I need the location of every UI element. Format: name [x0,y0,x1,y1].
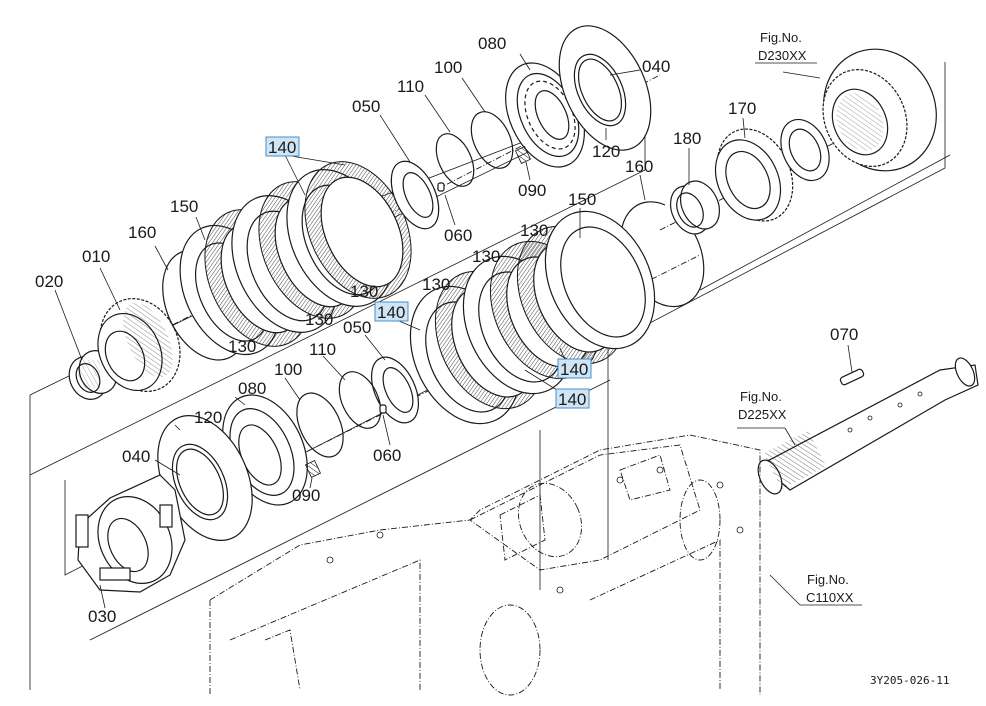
drawing-id: 3Y205-026-11 [870,674,949,687]
thrust-plate-050-upper [390,160,440,230]
ring-100-lower [296,392,344,458]
highlight-box-140 [557,358,592,379]
clutch-hub-d230xx [822,48,937,172]
callout-070[interactable]: 070 [830,325,858,344]
fig-ref-label: Fig.No. [760,30,802,45]
callout-120-lower[interactable]: 120 [194,408,222,427]
callout-140-highlighted[interactable]: 140 [558,390,586,409]
leader-lines [54,53,862,609]
plate-120-lower [157,415,253,541]
callout-140-highlighted[interactable]: 140 [268,138,296,157]
fig-ref-label: Fig.No. [740,389,782,404]
needle-bearing-180 [669,180,721,235]
callout-180[interactable]: 180 [673,129,701,148]
callout-090-upper[interactable]: 090 [518,181,546,200]
thrust-washer [780,118,830,182]
callout-010[interactable]: 010 [82,247,110,266]
callout-160-upper[interactable]: 160 [128,223,156,242]
clutch-pack-lower [409,210,656,425]
transmission-housing-c110xx [209,434,761,696]
gear-170 [714,128,794,222]
fig-ref-d225xx[interactable]: D225XX [738,407,787,422]
fig-ref-d230xx[interactable]: D230XX [758,48,807,63]
callout-100-upper[interactable]: 100 [434,58,462,77]
clutch-pack-upper [204,161,412,347]
callout-110-lower[interactable]: 110 [309,340,336,359]
fig-ref-label: Fig.No. [807,572,849,587]
callout-050-upper[interactable]: 050 [352,97,380,116]
plate-120-upper [558,25,652,151]
highlight-box-140 [374,301,409,322]
callout-060-lower[interactable]: 060 [373,446,401,465]
thrust-plate-050-lower [371,356,419,424]
highlight-box-140 [555,388,590,409]
fig-ref-c110xx[interactable]: C110XX [806,590,854,605]
callout-100-lower[interactable]: 100 [274,360,302,379]
pin-060-lower [379,404,387,414]
spring-090-lower [304,460,322,478]
callout-050-lower[interactable]: 050 [343,318,371,337]
callout-020[interactable]: 020 [35,272,63,291]
callout-130[interactable]: 130 [472,247,500,266]
callout-080-upper[interactable]: 080 [478,34,506,53]
callout-150-lower[interactable]: 150 [568,190,596,209]
callout-140-highlighted[interactable]: 140 [560,360,588,379]
callout-030[interactable]: 030 [88,607,116,626]
callout-140-highlighted[interactable]: 140 [377,303,405,322]
figure-references: Fig.No. D230XX Fig.No. D225XX Fig.No. C1… [738,30,854,605]
callout-130[interactable]: 130 [305,310,333,329]
callout-040-lower[interactable]: 040 [122,447,150,466]
snap-ring-110-lower [338,371,382,429]
snap-ring-110-upper [435,133,475,187]
callout-130[interactable]: 130 [520,221,548,240]
key-070 [839,368,865,386]
callout-labels: 020 010 160 150 140 130 130 130 050 110 … [35,34,858,626]
callout-130[interactable]: 130 [228,337,256,356]
highlight-box-140 [265,136,300,157]
callout-150-upper[interactable]: 150 [170,197,198,216]
callout-060-upper[interactable]: 060 [444,226,472,245]
spring-090-upper [514,146,532,164]
shaft-d225xx [757,357,979,495]
pin-060-upper [437,182,445,192]
clutch-drum-030 [75,474,186,593]
callout-080-lower[interactable]: 080 [238,379,266,398]
callout-040-upper[interactable]: 040 [642,57,670,76]
callout-130[interactable]: 130 [422,275,450,294]
ring-100-upper [470,111,514,169]
callout-090-lower[interactable]: 090 [292,486,320,505]
callout-170[interactable]: 170 [728,99,756,118]
callout-160-right[interactable]: 160 [625,157,653,176]
callout-120-upper[interactable]: 120 [592,142,620,161]
needle-bearing-020 [68,350,118,400]
callout-130[interactable]: 130 [350,282,378,301]
callout-110-upper[interactable]: 110 [397,77,424,96]
